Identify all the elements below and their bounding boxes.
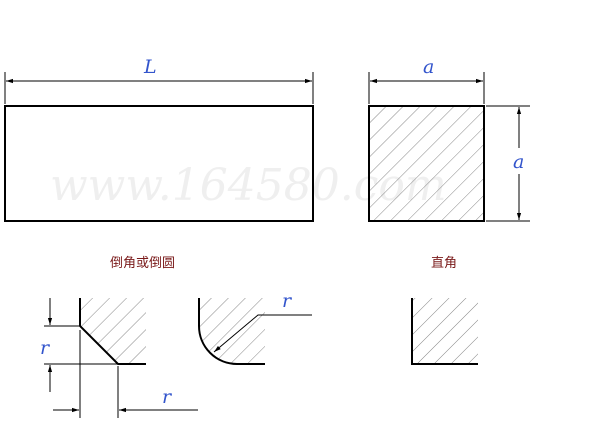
round-radius-leader — [213, 314, 312, 353]
section-square — [368, 105, 485, 222]
length-label: L — [143, 56, 157, 78]
chamfer-vertical-label: r — [40, 337, 51, 359]
round-outline — [198, 298, 265, 365]
right-angle-detail — [411, 298, 478, 365]
bar-side-view: L — [4, 56, 314, 222]
round-detail: r — [198, 290, 312, 365]
round-radius-label: r — [282, 290, 293, 312]
round-hatch — [199, 298, 265, 364]
cross-section: a a — [368, 56, 530, 222]
caption-right-angle: 直角 — [431, 256, 457, 271]
height-label-backdrop — [508, 148, 530, 174]
width-label: a — [423, 56, 434, 78]
right-angle-hatch — [412, 298, 478, 364]
chamfer-detail: r r — [40, 298, 198, 418]
caption-chamfer-or-round: 倒角或倒圆 — [110, 256, 175, 271]
height-label: a — [513, 151, 524, 173]
chamfer-hatch — [80, 298, 146, 364]
right-angle-outline — [411, 298, 478, 365]
chamfer-outline — [79, 298, 146, 365]
bar-rectangle — [4, 105, 314, 222]
chamfer-horizontal-label: r — [162, 386, 173, 408]
